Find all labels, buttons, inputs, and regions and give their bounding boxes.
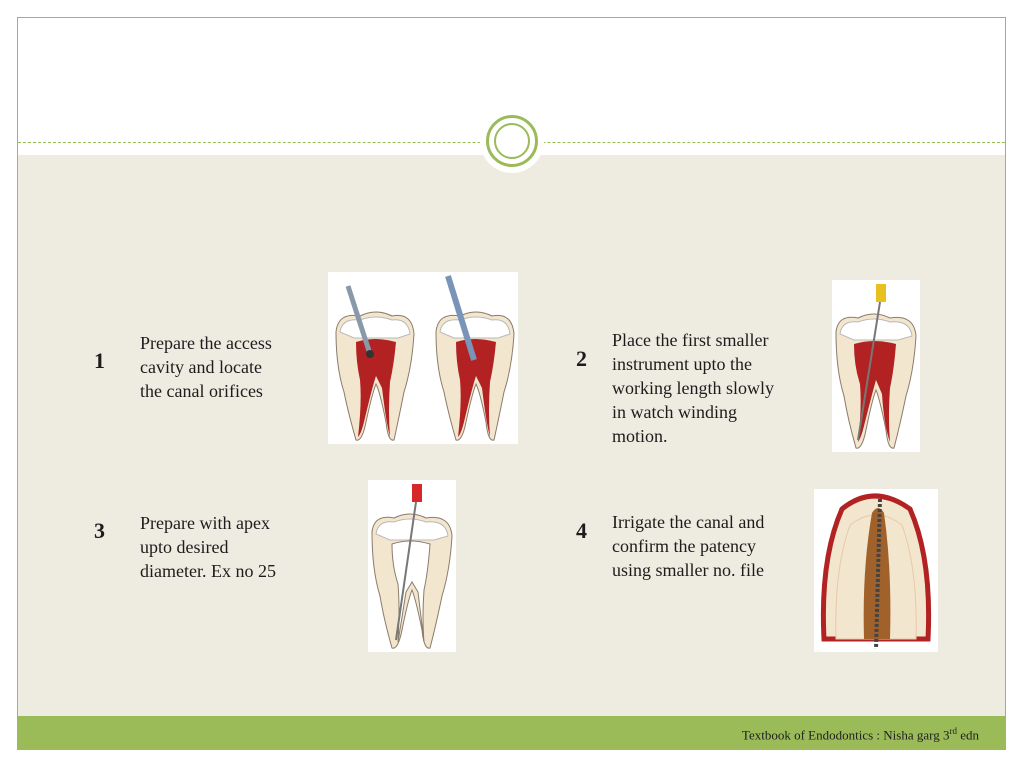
step-2-line: in watch winding <box>612 402 737 422</box>
step-2-line: working length slowly <box>612 378 774 398</box>
tooth-apex-preparation-illustration <box>368 480 456 652</box>
tooth-first-file-illustration <box>832 280 920 452</box>
step-2-line: motion. <box>612 426 668 446</box>
step-4-number: 4 <box>576 518 587 543</box>
footer-bar: Textbook of Endodontics : Nisha garg 3rd… <box>18 716 1005 749</box>
step-3-text: Prepare with apex upto desired diameter.… <box>140 511 276 583</box>
step-2-text: Place the first smaller instrument upto … <box>612 328 774 448</box>
step-3-line: diameter. Ex no 25 <box>140 561 276 581</box>
footer-text: Textbook of Endodontics : Nisha garg 3 <box>741 727 950 743</box>
step-4-text: Irrigate the canal and confirm the paten… <box>612 510 764 582</box>
step-4-line: using smaller no. file <box>612 560 764 580</box>
step-1-text: Prepare the access cavity and locate the… <box>140 331 272 403</box>
step-1-number: 1 <box>94 348 105 373</box>
step-4-line: Irrigate the canal and <box>612 512 765 532</box>
step-1-line: Prepare the access <box>140 333 272 353</box>
step-3-line: upto desired <box>140 537 229 557</box>
canal-irrigation-closeup-illustration <box>814 489 938 652</box>
footer-citation: Textbook of Endodontics : Nisha garg 3rd… <box>742 726 979 743</box>
teeth-access-cavity-illustration <box>328 272 518 444</box>
step-2-number: 2 <box>576 346 587 371</box>
footer-superscript: rd <box>949 726 957 736</box>
footer-suffix: edn <box>956 727 979 743</box>
step-3-line: Prepare with apex <box>140 513 270 533</box>
step-1-line: cavity and locate <box>140 357 262 377</box>
step-2-line: instrument upto the <box>612 354 752 374</box>
ring-inner <box>494 123 530 159</box>
ring-ornament-icon <box>486 115 538 167</box>
step-3-number: 3 <box>94 518 105 543</box>
step-4-line: confirm the patency <box>612 536 756 556</box>
step-1-line: the canal orifices <box>140 381 263 401</box>
step-2-line: Place the first smaller <box>612 330 769 350</box>
